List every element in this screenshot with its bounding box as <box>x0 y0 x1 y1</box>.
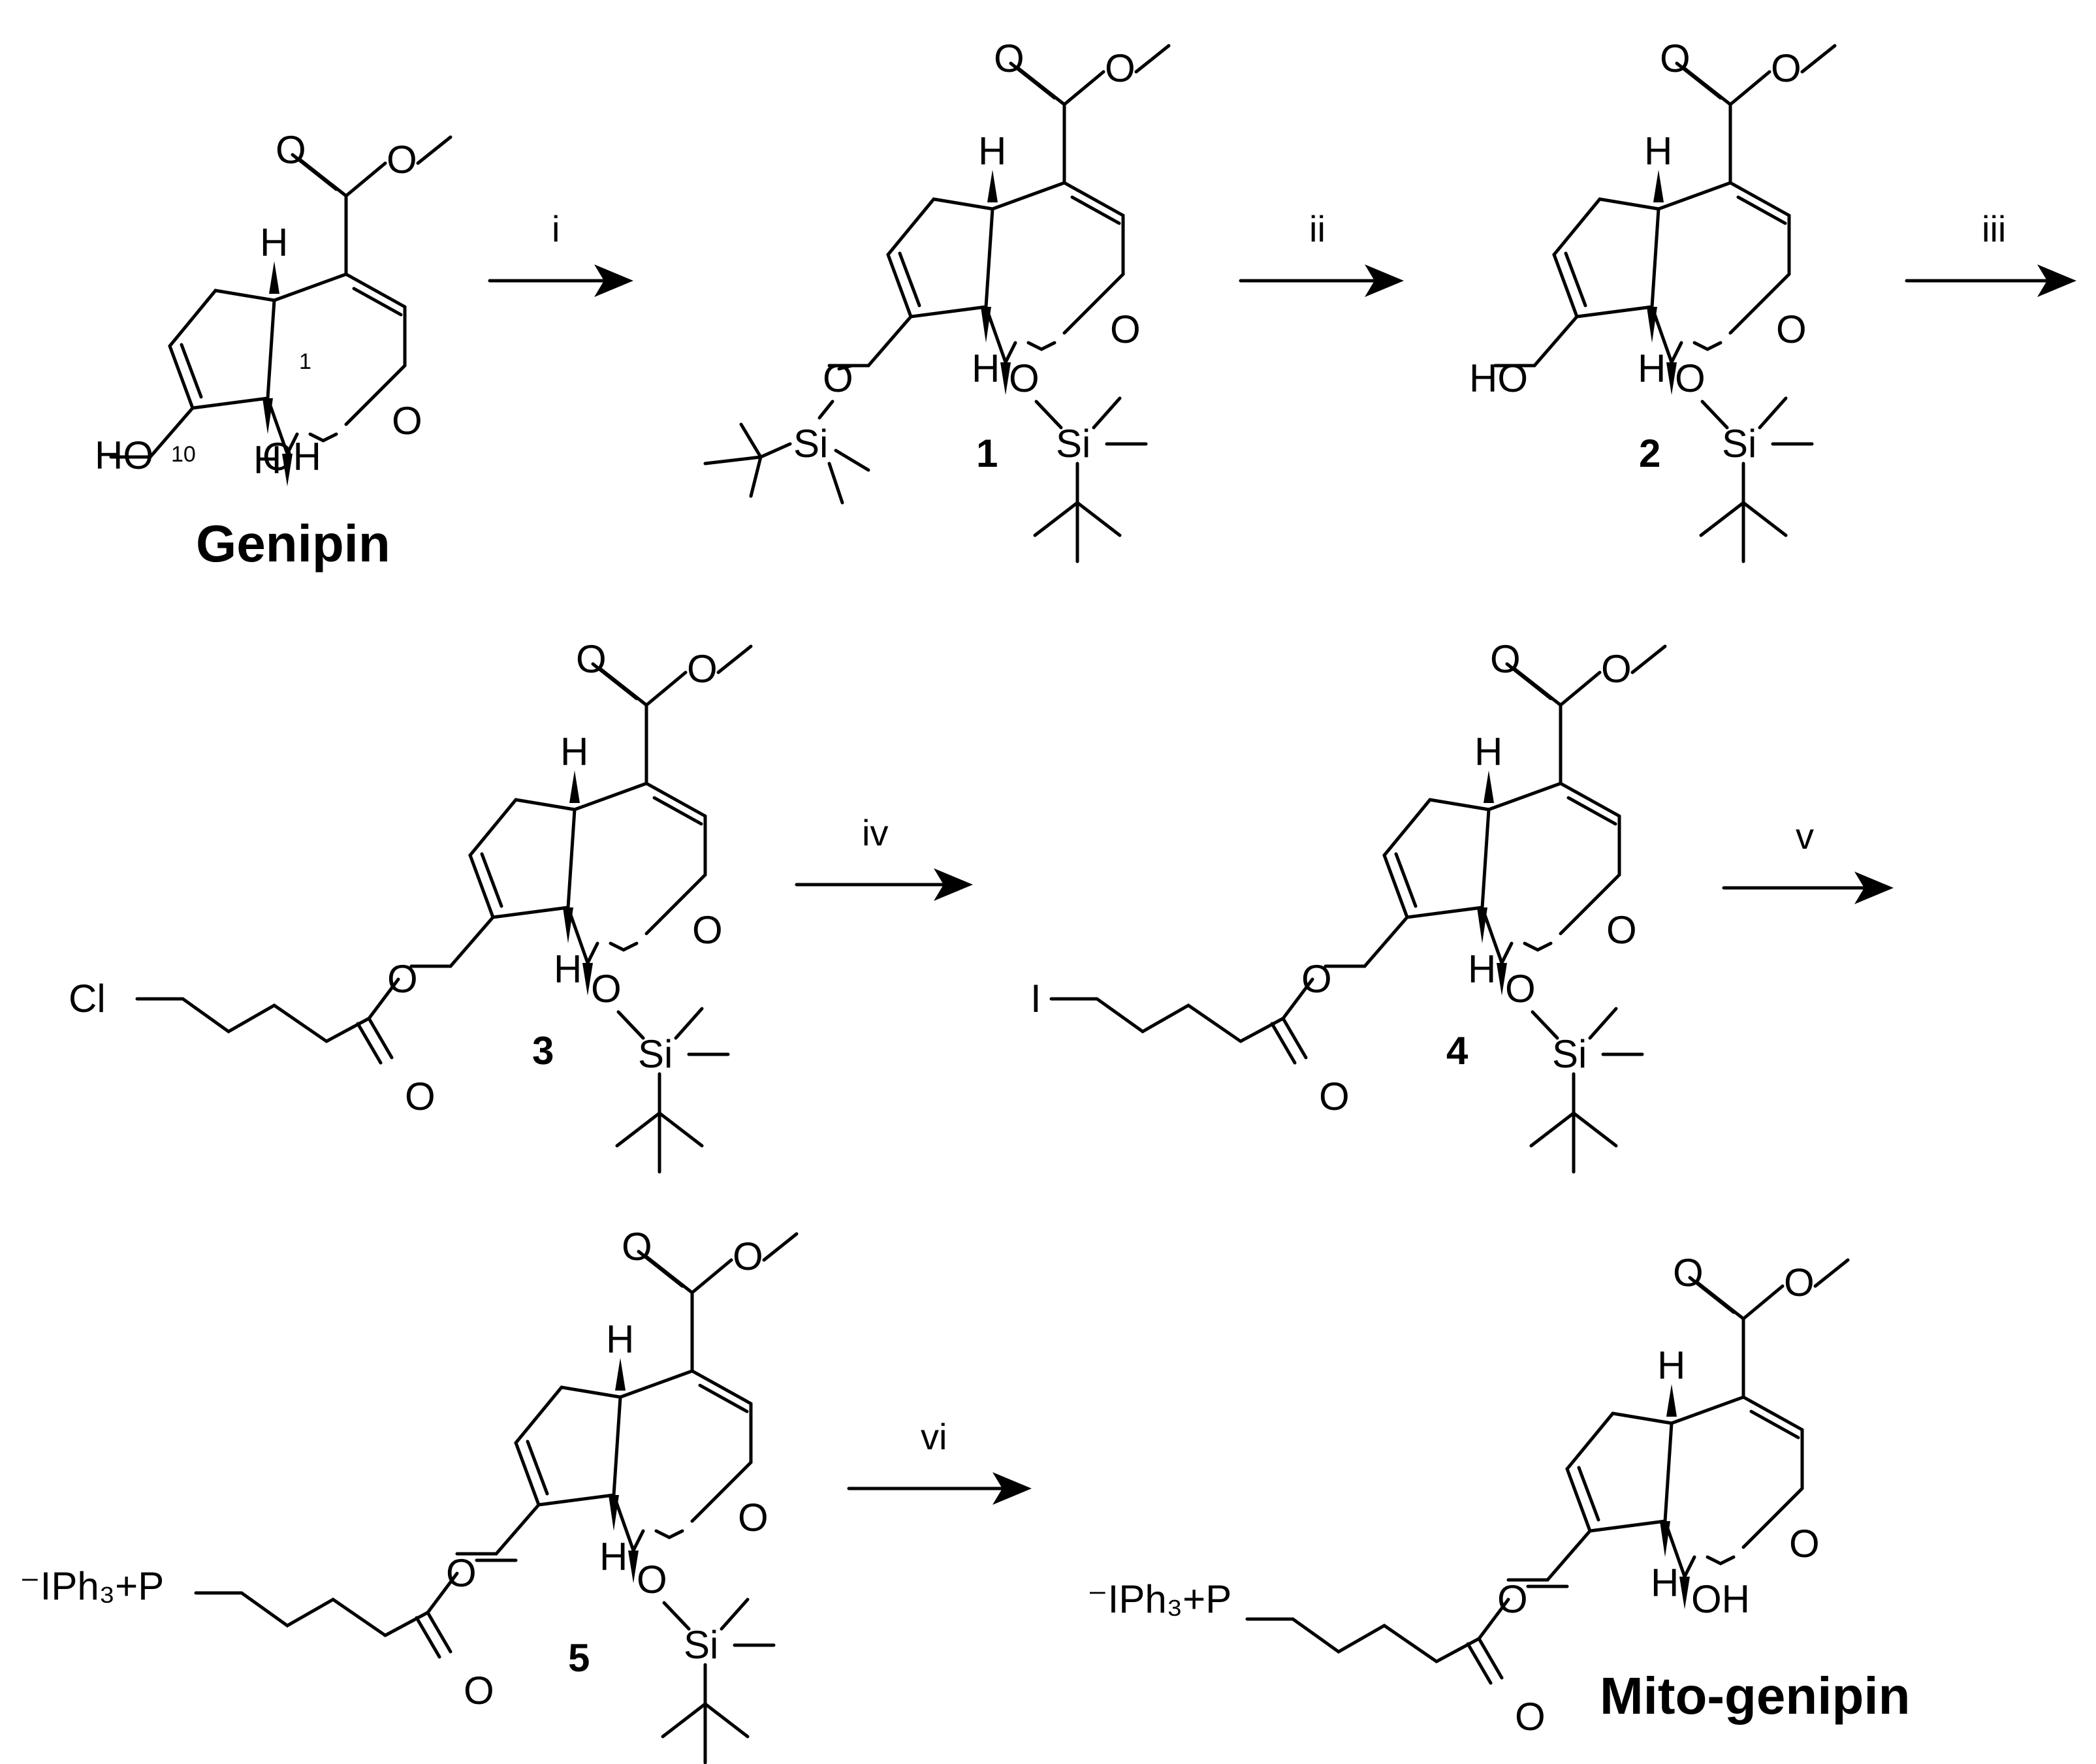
compound-name: Genipin <box>196 514 390 573</box>
hydroxyl-c1: OH <box>1691 1577 1750 1621</box>
compound-1: O Si 1 <box>703 37 1169 561</box>
position-label-c1: 1 <box>299 349 311 374</box>
hydroxyl-c10: HO <box>1469 356 1528 400</box>
reaction-arrow-iii: iii <box>1905 208 2076 297</box>
compound-mito-genipin: OH O O ⁻IPh₃+P Mito-genipin <box>1087 1251 1910 1739</box>
reagent-label: iii <box>1982 208 2006 249</box>
compound-3: O O Cl 3 <box>69 637 751 1172</box>
reaction-arrow-vi: vi <box>847 1416 1032 1505</box>
silyl-ether-oxygen: O <box>823 356 853 400</box>
ester-carbonyl-oxygen: O <box>1319 1075 1350 1118</box>
iodine-atom: I <box>1030 977 1041 1020</box>
reaction-arrow-v: v <box>1722 815 1894 904</box>
compound-genipin: OH HO 10 1 Genipin <box>95 128 451 573</box>
ester-oxygen: O <box>446 1551 477 1595</box>
ester-carbonyl-oxygen: O <box>405 1075 436 1118</box>
reagent-label: vi <box>921 1416 947 1457</box>
compound-5: O O ⁻IPh₃+P 5 <box>20 1225 797 1763</box>
reagent-label: iv <box>862 812 888 853</box>
ester-carbonyl-oxygen: O <box>464 1669 494 1712</box>
reagent-label: ii <box>1309 208 1326 249</box>
hydroxyl-c1: OH <box>262 435 321 479</box>
ester-oxygen: O <box>1301 957 1332 1001</box>
chlorine-atom: Cl <box>69 977 106 1020</box>
reaction-arrow-iv: iv <box>795 812 973 901</box>
compound-number: 4 <box>1446 1029 1469 1073</box>
compound-2: HO 2 <box>1469 37 1835 561</box>
ester-oxygen: O <box>1497 1577 1528 1621</box>
compound-4: O O I 4 <box>1030 637 1665 1172</box>
ester-oxygen: O <box>387 957 418 1001</box>
reagent-label: i <box>552 208 560 249</box>
compound-name: Mito-genipin <box>1600 1667 1910 1725</box>
compound-number: 1 <box>976 432 998 475</box>
compound-number: 5 <box>568 1636 590 1680</box>
reaction-arrow-i: i <box>488 208 633 297</box>
silicon-atom: Si <box>793 422 828 465</box>
hydroxyl-c10: HO <box>95 433 153 477</box>
ester-carbonyl-oxygen: O <box>1515 1695 1546 1739</box>
triphenylphosphonium-group: ⁻IPh₃+P <box>20 1564 164 1608</box>
compound-number: 3 <box>532 1029 554 1073</box>
compound-number: 2 <box>1639 432 1660 475</box>
position-label-c10: 10 <box>171 442 196 467</box>
triphenylphosphonium-group: ⁻IPh₃+P <box>1087 1577 1231 1621</box>
reagent-label: v <box>1796 815 1814 857</box>
reaction-arrow-ii: ii <box>1239 208 1404 297</box>
